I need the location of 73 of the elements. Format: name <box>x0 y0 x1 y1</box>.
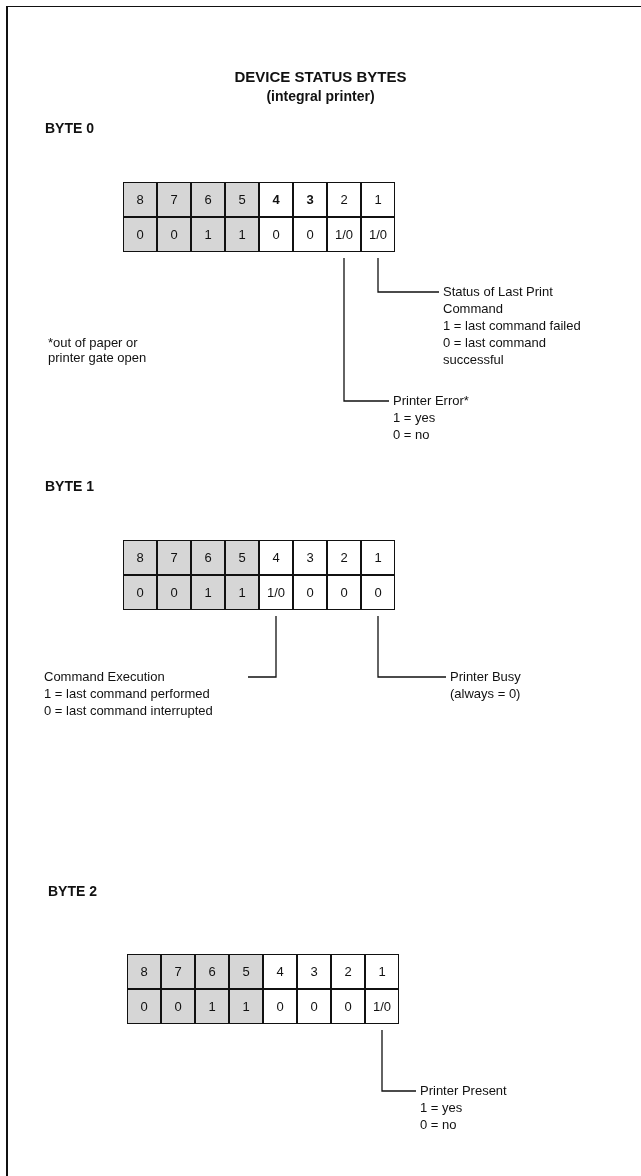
bit-value-cell: 0 <box>361 575 395 610</box>
bit-value-cell: 1/0 <box>259 575 293 610</box>
bit-number-cell: 7 <box>161 954 195 989</box>
bit-number-cell: 6 <box>191 182 225 217</box>
bit-number-cell: 1 <box>365 954 399 989</box>
bit-value-cell: 1 <box>191 217 225 252</box>
bit-number-cell: 7 <box>157 540 191 575</box>
callout-heading: Printer Error* <box>393 392 470 409</box>
bit-value-cell: 0 <box>263 989 297 1024</box>
bit-value-cell: 1/0 <box>365 989 399 1024</box>
bit-value-cell: 0 <box>293 217 327 252</box>
leader-line <box>381 1029 417 1092</box>
callout-text: 0 = no <box>420 1116 458 1133</box>
callout-text: (always = 0) <box>450 685 522 702</box>
bit-number-cell: 4 <box>263 954 297 989</box>
bit-number-cell: 1 <box>361 182 395 217</box>
bit-number-cell: 8 <box>127 954 161 989</box>
section-heading: BYTE 2 <box>48 883 97 899</box>
title: DEVICE STATUS BYTES <box>233 68 408 85</box>
bit-value-cell: 1 <box>225 575 259 610</box>
bit-number-cell: 4 <box>259 540 293 575</box>
callout-heading: Printer Present <box>420 1082 508 1099</box>
bit-value-cell: 0 <box>123 575 157 610</box>
callout-text: 1 = last command failed <box>443 317 582 334</box>
bit-value-cell: 0 <box>127 989 161 1024</box>
callout-heading: Printer Busy <box>450 668 522 685</box>
bit-value-cell: 0 <box>123 217 157 252</box>
leader-line <box>343 257 390 402</box>
bit-value-cell: 1 <box>225 217 259 252</box>
bit-number-cell: 8 <box>123 182 157 217</box>
bit-value-cell: 0 <box>293 575 327 610</box>
leader-line <box>377 615 447 678</box>
callout-text: 0 = last command interrupted <box>44 702 214 719</box>
callout-heading: Command Execution <box>44 668 166 685</box>
bit-number-cell: 8 <box>123 540 157 575</box>
bit-value-cell: 1 <box>195 989 229 1024</box>
callout-text: 1 = yes <box>420 1099 464 1116</box>
bit-value-cell: 0 <box>331 989 365 1024</box>
bit-value-cell: 0 <box>161 989 195 1024</box>
bit-value-cell: 0 <box>327 575 361 610</box>
bit-number-cell: 6 <box>195 954 229 989</box>
bit-number-cell: 3 <box>293 182 327 217</box>
leader-line <box>377 257 440 293</box>
section-heading: BYTE 1 <box>45 478 94 494</box>
callout-text: 0 = no <box>393 426 431 443</box>
bit-number-cell: 5 <box>229 954 263 989</box>
bit-number-cell: 5 <box>225 182 259 217</box>
bit-value-cell: 1 <box>229 989 263 1024</box>
bit-value-cell: 1 <box>191 575 225 610</box>
bit-value-cell: 1/0 <box>361 217 395 252</box>
bit-value-cell: 0 <box>297 989 331 1024</box>
bit-number-cell: 7 <box>157 182 191 217</box>
bit-number-cell: 6 <box>191 540 225 575</box>
bit-number-cell: 3 <box>297 954 331 989</box>
callout-text: 1 = yes <box>393 409 437 426</box>
callout-text: 1 = last command performed <box>44 685 211 702</box>
subtitle: (integral printer) <box>265 88 376 104</box>
bit-number-cell: 4 <box>259 182 293 217</box>
bit-number-cell: 3 <box>293 540 327 575</box>
bit-value-cell: 0 <box>157 575 191 610</box>
bit-value-cell: 0 <box>259 217 293 252</box>
bit-number-cell: 5 <box>225 540 259 575</box>
section-heading: BYTE 0 <box>45 120 94 136</box>
callout-heading: Status of Last Print Command <box>443 283 554 317</box>
footnote: *out of paper or printer gate open <box>48 335 148 365</box>
bit-value-cell: 1/0 <box>327 217 361 252</box>
bit-value-cell: 0 <box>157 217 191 252</box>
bit-number-cell: 2 <box>331 954 365 989</box>
bit-number-cell: 1 <box>361 540 395 575</box>
bit-number-cell: 2 <box>327 540 361 575</box>
leader-line <box>247 615 277 678</box>
bit-number-cell: 2 <box>327 182 361 217</box>
callout-text: 0 = last command successful <box>443 334 547 368</box>
